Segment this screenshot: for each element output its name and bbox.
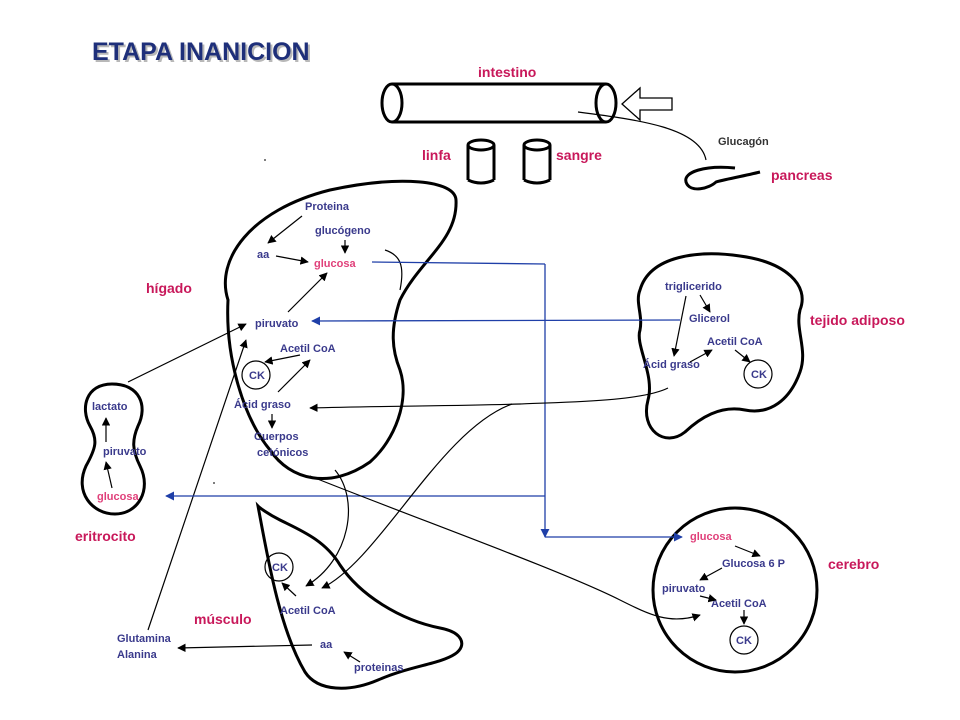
liver-glucosa: glucosa <box>314 258 356 270</box>
lymph-vessel-shape <box>466 138 496 185</box>
muscle-ck-circle <box>264 552 294 582</box>
mark <box>264 159 266 161</box>
brain-glucosa: glucosa <box>690 531 732 543</box>
liver-cuerpos: Cuerpos <box>254 431 299 443</box>
muscle-acetil-coa: Acetil CoA <box>280 605 336 617</box>
blood-vessel-shape <box>522 138 552 185</box>
adipose-ck-circle <box>743 359 773 389</box>
liver-piruvato: piruvato <box>255 318 299 330</box>
erythrocyte-arrows <box>101 323 247 489</box>
hollow-arrow-icon <box>621 86 673 122</box>
muscle-aa: aa <box>320 639 333 651</box>
muscle-ck: CK <box>272 562 288 574</box>
adipose-trigliceridos: triglicerido <box>665 281 722 293</box>
adipose-acetil-coa: Acetil CoA <box>707 336 763 348</box>
muscle-alanina: Alanina <box>117 649 158 661</box>
glucagon-label: Glucagón <box>718 136 769 148</box>
page-title-shadow: ETAPA INANICION <box>94 40 312 68</box>
liver-aa: aa <box>257 249 270 261</box>
organ-label-higado: hígado <box>146 280 192 296</box>
glucagon-signal-line <box>577 111 707 161</box>
liver-ck-circle <box>241 360 271 390</box>
organ-label-eritrocito: eritrocito <box>75 528 136 544</box>
organ-label-musculo: músculo <box>194 611 252 627</box>
liver-glucogeno: glucógeno <box>315 225 371 237</box>
liver-fold <box>384 249 403 291</box>
liver-proteina: Proteina <box>305 201 350 213</box>
erythrocyte-lactato: lactato <box>92 401 128 413</box>
organ-label-linfa: linfa <box>422 147 451 163</box>
brain-shape <box>651 506 819 674</box>
erythrocyte-shape <box>80 382 146 516</box>
liver-shape <box>223 179 458 481</box>
muscle-shape <box>255 501 464 690</box>
pancreas-shape <box>684 165 761 191</box>
blood-transport-lines <box>165 261 683 542</box>
muscle-glutamina: Glutamina <box>117 633 172 645</box>
brain-arrows <box>699 545 761 625</box>
brain-acetil-coa: Acetil CoA <box>711 598 767 610</box>
brain-piruvato: piruvato <box>662 583 706 595</box>
adipose-glicerol: Glicerol <box>689 313 730 325</box>
brain-ck-circle <box>729 625 759 655</box>
muscle-arrows <box>147 339 361 663</box>
erythrocyte-piruvato: piruvato <box>103 446 147 458</box>
brain-glucosa6p: Glucosa 6 P <box>722 558 785 570</box>
liver-acid-graso: Ácid graso <box>234 398 291 411</box>
mark <box>213 482 215 484</box>
adipose-shape <box>636 252 805 440</box>
liver-arrows <box>264 215 350 429</box>
organ-label-sangre: sangre <box>556 147 602 163</box>
brain-ck: CK <box>736 635 752 647</box>
muscle-proteinas: proteinas <box>354 662 404 674</box>
liver-cetonicos: cetónicos <box>257 447 308 459</box>
organ-label-cerebro: cerebro <box>828 556 879 572</box>
page-title: ETAPA INANICION <box>92 38 310 66</box>
adipose-arrows <box>671 294 751 363</box>
adipose-ck: CK <box>751 369 767 381</box>
organ-label-pancreas: pancreas <box>771 167 833 183</box>
fatty-acid-ketone-curves <box>305 387 701 622</box>
erythrocyte-glucosa: glucosa <box>97 491 139 503</box>
organ-label-tejido-adiposo: tejido adiposo <box>810 312 905 328</box>
intestine-shape <box>380 82 618 124</box>
adipose-acid-graso: Ácid graso <box>643 358 700 371</box>
liver-acetil-coa: Acetil CoA <box>280 343 336 355</box>
liver-ck: CK <box>249 370 265 382</box>
organ-label-intestino: intestino <box>478 64 536 80</box>
